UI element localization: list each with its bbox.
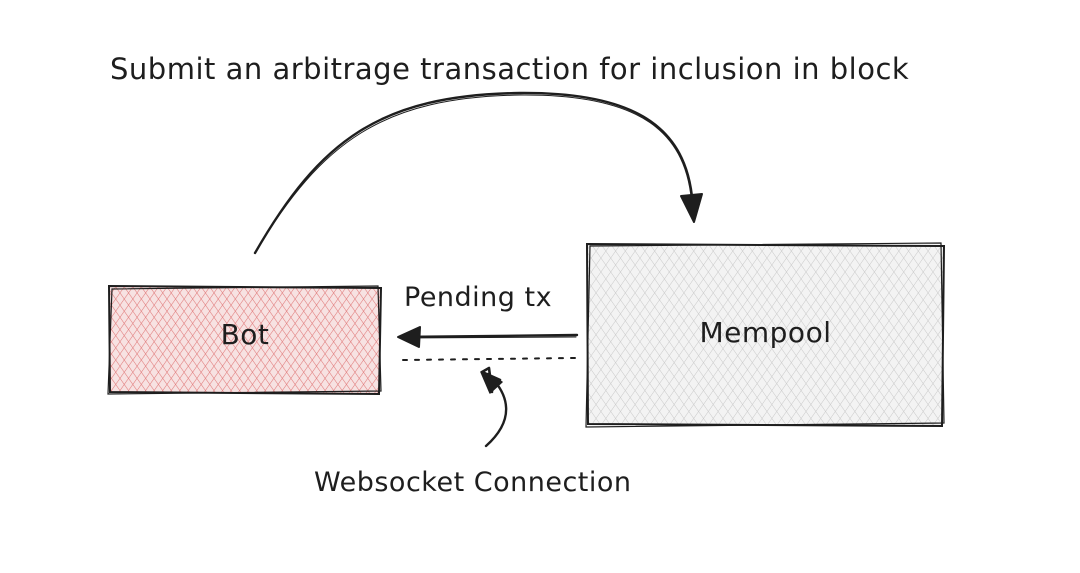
websocket-connection-line: [402, 357, 576, 361]
websocket-pointer-arrow: [480, 366, 508, 448]
pending-tx-label: Pending tx: [404, 282, 553, 313]
submit-arrow: [253, 91, 703, 255]
mempool-node: [585, 242, 946, 428]
submit-arrow-label: Submit an arbitrage transaction for incl…: [110, 52, 910, 86]
bot-label: Bot: [220, 318, 270, 351]
pending-tx-arrow: [397, 326, 579, 348]
websocket-connection-label: Websocket Connection: [314, 467, 632, 498]
bot-node: [107, 284, 383, 396]
mempool-label: Mempool: [699, 316, 832, 349]
